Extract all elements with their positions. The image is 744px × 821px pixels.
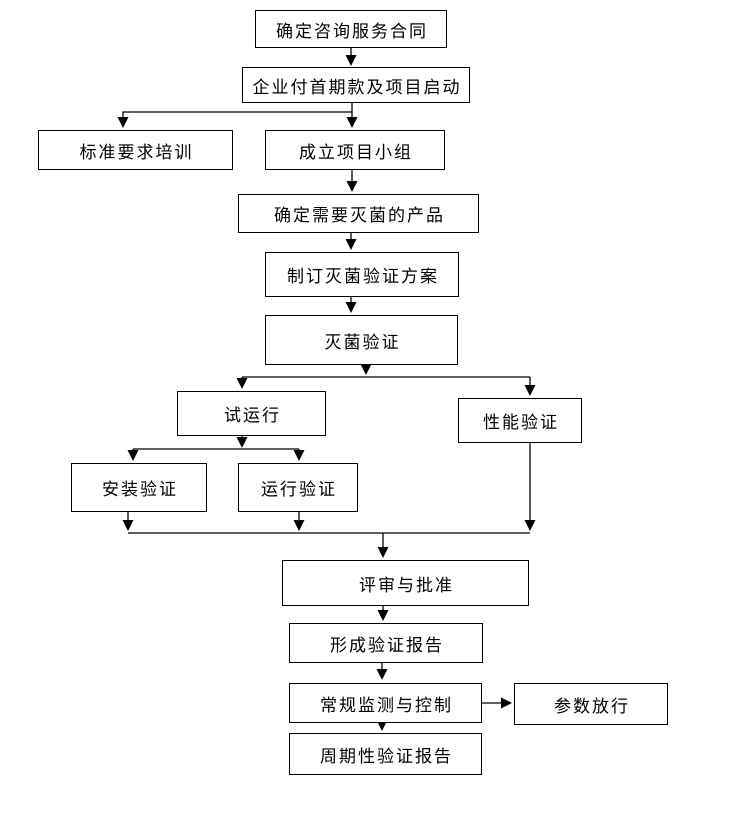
- node-confirm-service-contract: 确定咨询服务合同: [255, 10, 447, 48]
- node-performance-qualification: 性能验证: [458, 398, 582, 443]
- node-project-team-setup: 成立项目小组: [265, 130, 445, 170]
- node-validation-plan: 制订灭菌验证方案: [265, 252, 459, 297]
- node-periodic-validation-report: 周期性验证报告: [289, 733, 482, 775]
- node-review-and-approval: 评审与批准: [282, 560, 529, 606]
- node-installation-qualification: 安装验证: [71, 463, 207, 512]
- node-parametric-release: 参数放行: [514, 683, 668, 725]
- node-initial-payment-project-start: 企业付首期款及项目启动: [242, 67, 470, 103]
- node-routine-monitoring-control: 常规监测与控制: [289, 683, 482, 723]
- node-sterilization-validation: 灭菌验证: [265, 315, 458, 365]
- node-products-to-sterilize: 确定需要灭菌的产品: [238, 194, 479, 233]
- node-trial-run: 试运行: [177, 391, 326, 436]
- connector-payment-to-training: [117, 111, 352, 128]
- node-standards-training: 标准要求培训: [38, 130, 233, 170]
- node-operation-qualification: 运行验证: [238, 463, 358, 512]
- node-validation-report: 形成验证报告: [289, 623, 483, 663]
